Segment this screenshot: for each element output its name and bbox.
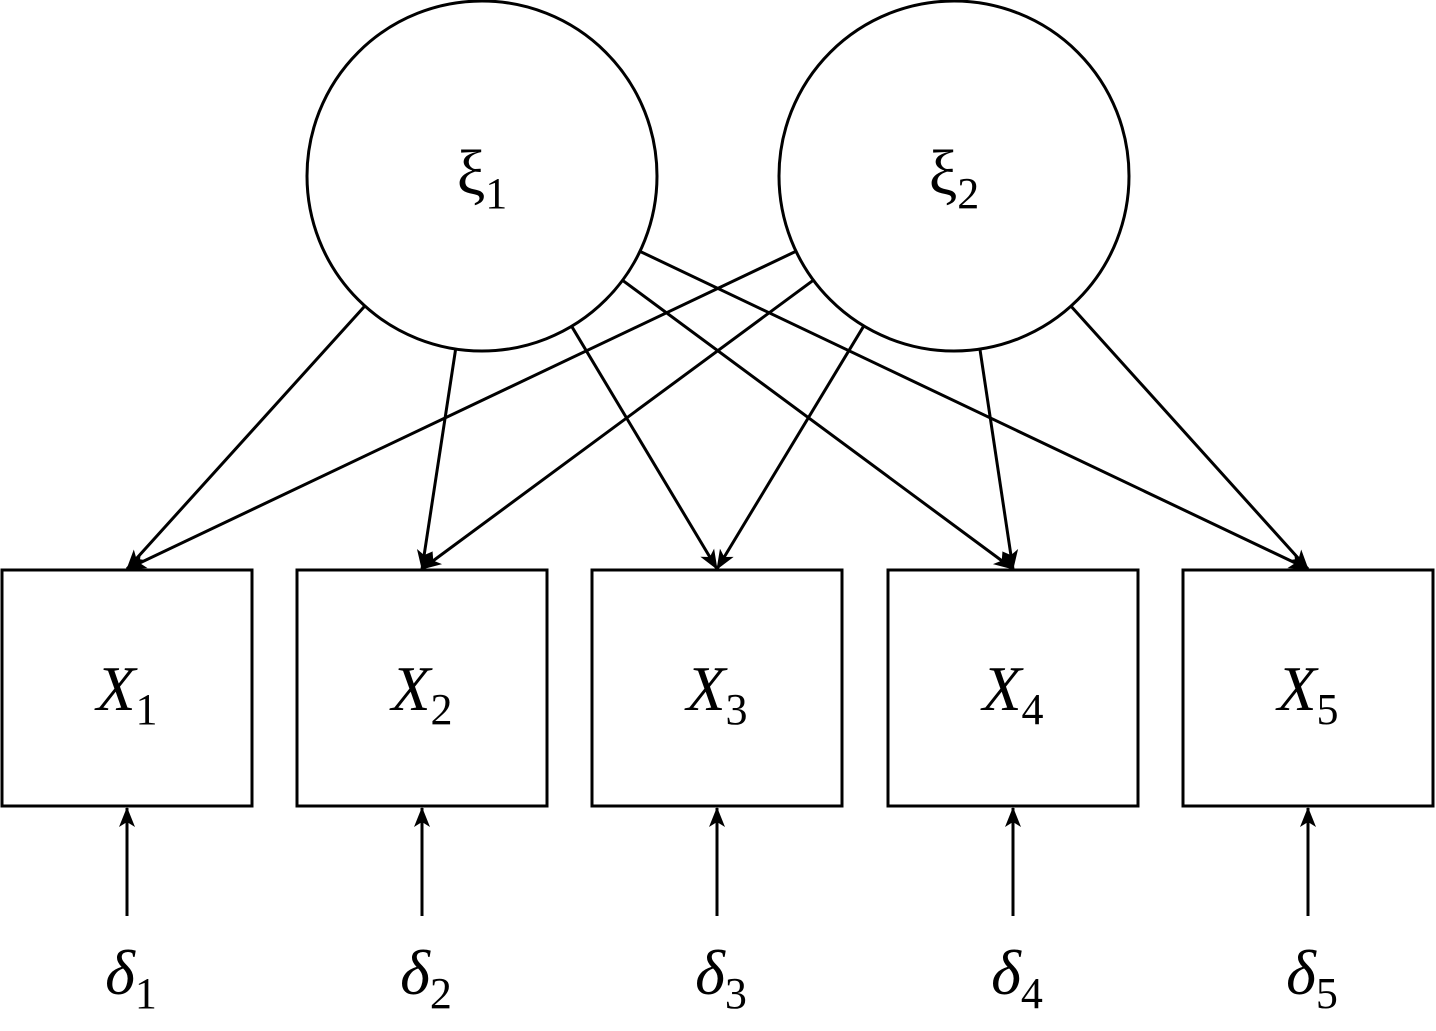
loading-arrow-xi2-X4 xyxy=(978,348,1019,570)
observed-variable-X5: X5 xyxy=(1181,568,1435,808)
observed-label-subscript: 5 xyxy=(1317,685,1339,734)
error-label-symbol: δ xyxy=(991,937,1022,1008)
latent-label-subscript: 1 xyxy=(485,169,507,218)
error-label-symbol: δ xyxy=(695,937,726,1008)
latent-factor-xi2: ξ2 xyxy=(777,0,1131,353)
observed-box xyxy=(886,568,1140,808)
loading-arrow-xi1-X2 xyxy=(416,348,458,570)
error-label: δ5 xyxy=(1286,937,1338,1018)
observed-label-subscript: 1 xyxy=(136,685,158,734)
observed-box xyxy=(1181,568,1435,808)
observed-label-subscript: 3 xyxy=(726,685,748,734)
error-label: δ1 xyxy=(105,937,157,1018)
loading-arrow-xi1-X3 xyxy=(570,325,719,570)
error-label-subscript: 4 xyxy=(1021,969,1043,1018)
loading-arrow-xi2-X5 xyxy=(1069,305,1310,571)
latent-label-symbol: ξ xyxy=(929,137,958,208)
observed-label-symbol: X xyxy=(1274,653,1319,724)
loading-arrow-xi1-X5 xyxy=(639,249,1309,571)
error-label-symbol: δ xyxy=(105,937,136,1008)
latent-label-subscript: 2 xyxy=(957,169,979,218)
error-term-d1: δ1 xyxy=(105,807,157,1018)
latent-label: ξ1 xyxy=(457,137,508,218)
error-term-d5: δ5 xyxy=(1286,807,1338,1018)
error-label-symbol: δ xyxy=(1286,937,1317,1008)
error-label-subscript: 5 xyxy=(1316,969,1338,1018)
latent-circle xyxy=(777,0,1131,353)
observed-label-subscript: 4 xyxy=(1022,685,1044,734)
error-term-d3: δ3 xyxy=(695,807,747,1018)
observed-label-subscript: 2 xyxy=(431,685,453,734)
latent-factor-xi1: ξ1 xyxy=(305,0,659,353)
error-label: δ2 xyxy=(400,937,452,1018)
observed-box xyxy=(590,568,844,808)
observed-label: X1 xyxy=(93,653,157,734)
latent-label: ξ2 xyxy=(929,137,980,218)
observed-label: X4 xyxy=(979,653,1043,734)
latent-label-symbol: ξ xyxy=(457,137,486,208)
latent-circle xyxy=(305,0,659,353)
observed-label: X2 xyxy=(388,653,452,734)
observed-label-symbol: X xyxy=(979,653,1024,724)
error-term-d4: δ4 xyxy=(991,807,1043,1018)
loading-arrow-xi2-X3 xyxy=(715,325,866,570)
observed-label-symbol: X xyxy=(388,653,433,724)
error-label-subscript: 3 xyxy=(725,969,747,1018)
loading-arrow-xi1-X4 xyxy=(621,279,1014,571)
observed-label: X5 xyxy=(1274,653,1338,734)
error-label-subscript: 1 xyxy=(135,969,157,1018)
observed-variable-X3: X3 xyxy=(590,568,844,808)
observed-box xyxy=(0,568,254,808)
error-label: δ3 xyxy=(695,937,747,1018)
observed-label-symbol: X xyxy=(93,653,138,724)
error-label-symbol: δ xyxy=(400,937,431,1008)
error-label: δ4 xyxy=(991,937,1043,1018)
loading-arrow-xi1-X1 xyxy=(125,305,366,571)
observed-variable-X1: X1 xyxy=(0,568,254,808)
observed-label: X3 xyxy=(683,653,747,734)
observed-label-symbol: X xyxy=(683,653,728,724)
loading-arrow-xi2-X1 xyxy=(126,249,797,571)
loading-arrow-xi2-X2 xyxy=(421,278,815,571)
error-term-d2: δ2 xyxy=(400,807,452,1018)
observed-box xyxy=(295,568,549,808)
error-label-subscript: 2 xyxy=(430,969,452,1018)
observed-variable-X4: X4 xyxy=(886,568,1140,808)
observed-variable-X2: X2 xyxy=(295,568,549,808)
edges-layer xyxy=(125,249,1310,571)
